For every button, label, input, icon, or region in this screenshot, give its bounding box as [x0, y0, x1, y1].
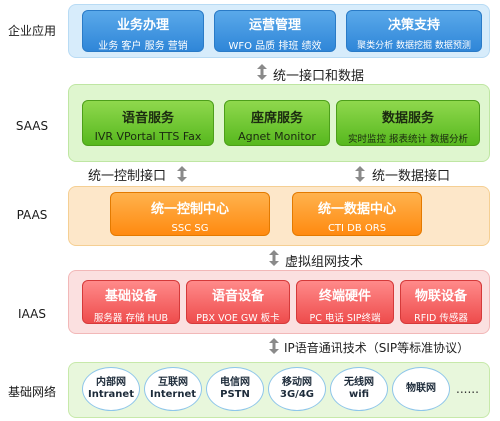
network-type: wifi — [348, 389, 370, 400]
network-internet: 互联网 Internet — [144, 367, 202, 411]
paas-control-center-box: 统一控制中心 SSC SG — [110, 192, 270, 236]
layer-label-iaas: IAAS — [18, 307, 46, 321]
double-arrow-icon — [256, 64, 268, 80]
box-title: 决策支持 — [387, 18, 440, 33]
box-subtitle: PBX VOE GW 板卡 — [196, 313, 280, 324]
box-title: 语音设备 — [211, 289, 264, 304]
box-subtitle: 服务器 存储 HUB — [93, 313, 169, 324]
iaas-voice-equipment-box: 语音设备 PBX VOE GW 板卡 — [186, 280, 290, 324]
box-title: 终端硬件 — [318, 289, 371, 304]
box-subtitle: Agnet Monitor — [238, 130, 316, 143]
enterprise-business-box: 业务办理 业务 客户 服务 营销 — [82, 10, 204, 52]
box-title: 语音服务 — [121, 111, 174, 126]
network-pstn: 电信网 PSTN — [206, 367, 264, 411]
network-name: 电信网 — [220, 377, 250, 388]
box-subtitle: CTI DB ORS — [327, 223, 387, 234]
saas-data-box: 数据服务 实时监控 报表统计 数据分析 — [336, 100, 480, 146]
box-subtitle: PC 电话 SIP终端 — [309, 313, 381, 324]
saas-agent-box: 座席服务 Agnet Monitor — [224, 100, 330, 146]
double-arrow-icon — [354, 166, 366, 182]
box-subtitle: WFO 品质 排班 绩效 — [228, 41, 322, 52]
double-arrow-icon — [176, 166, 188, 182]
box-title: 业务办理 — [116, 18, 169, 33]
network-name: 互联网 — [158, 377, 188, 388]
network-type: PSTN — [220, 389, 250, 400]
network-intranet: 内部网 Intranet — [82, 367, 140, 411]
double-arrow-icon — [268, 338, 280, 354]
link-iaas-basic-label: IP语音通讯技术（SIP等标准协议） — [284, 341, 470, 355]
box-subtitle: 聚类分析 数据挖掘 数据预测 — [357, 41, 471, 51]
double-arrow-icon — [268, 250, 280, 266]
box-title: 物联设备 — [414, 289, 467, 304]
layer-label-paas: PAAS — [16, 208, 48, 222]
link-saas-paas-left-label: 统一控制接口 — [88, 169, 167, 184]
box-subtitle: RFID 传感器 — [414, 313, 468, 324]
box-subtitle: IVR VPortal TTS Fax — [94, 130, 202, 143]
layer-label-basic: 基础网络 — [7, 385, 56, 399]
box-subtitle: 实时监控 报表统计 数据分析 — [347, 134, 469, 145]
box-title: 运营管理 — [248, 18, 301, 33]
more-networks-ellipsis: ...... — [456, 382, 479, 396]
iaas-terminal-hardware-box: 终端硬件 PC 电话 SIP终端 — [296, 280, 394, 324]
layer-label-enterprise: 企业应用 — [7, 24, 56, 38]
link-paas-iaas-label: 虚拟组网技术 — [285, 255, 364, 270]
enterprise-operation-box: 运营管理 WFO 品质 排班 绩效 — [214, 10, 336, 52]
network-type: 3G/4G — [280, 389, 314, 400]
network-mobile: 移动网 3G/4G — [268, 367, 326, 411]
iaas-iot-device-box: 物联设备 RFID 传感器 — [400, 280, 482, 324]
network-iot: 物联网 — [392, 367, 450, 411]
network-name: 内部网 — [96, 377, 126, 388]
network-name: 移动网 — [282, 377, 312, 388]
iaas-basic-equipment-box: 基础设备 服务器 存储 HUB — [82, 280, 180, 324]
network-name: 无线网 — [344, 377, 374, 388]
box-title: 基础设备 — [104, 289, 157, 304]
link-saas-paas-right-label: 统一数据接口 — [372, 169, 451, 184]
enterprise-decision-box: 决策支持 聚类分析 数据挖掘 数据预测 — [346, 10, 482, 52]
network-type: Internet — [149, 389, 196, 400]
saas-voice-box: 语音服务 IVR VPortal TTS Fax — [82, 100, 214, 146]
link-enterprise-saas-label: 统一接口和数据 — [273, 69, 365, 84]
box-subtitle: SSC SG — [171, 223, 209, 234]
network-name: 物联网 — [406, 383, 436, 394]
box-subtitle: 业务 客户 服务 营销 — [98, 41, 188, 52]
network-type: Intranet — [88, 389, 134, 400]
box-title: 座席服务 — [250, 111, 303, 126]
box-title: 统一控制中心 — [150, 202, 229, 217]
paas-data-center-box: 统一数据中心 CTI DB ORS — [292, 192, 422, 236]
layer-label-saas: SAAS — [15, 119, 49, 133]
network-wifi: 无线网 wifi — [330, 367, 388, 411]
box-title: 统一数据中心 — [317, 202, 396, 217]
box-title: 数据服务 — [381, 111, 434, 126]
